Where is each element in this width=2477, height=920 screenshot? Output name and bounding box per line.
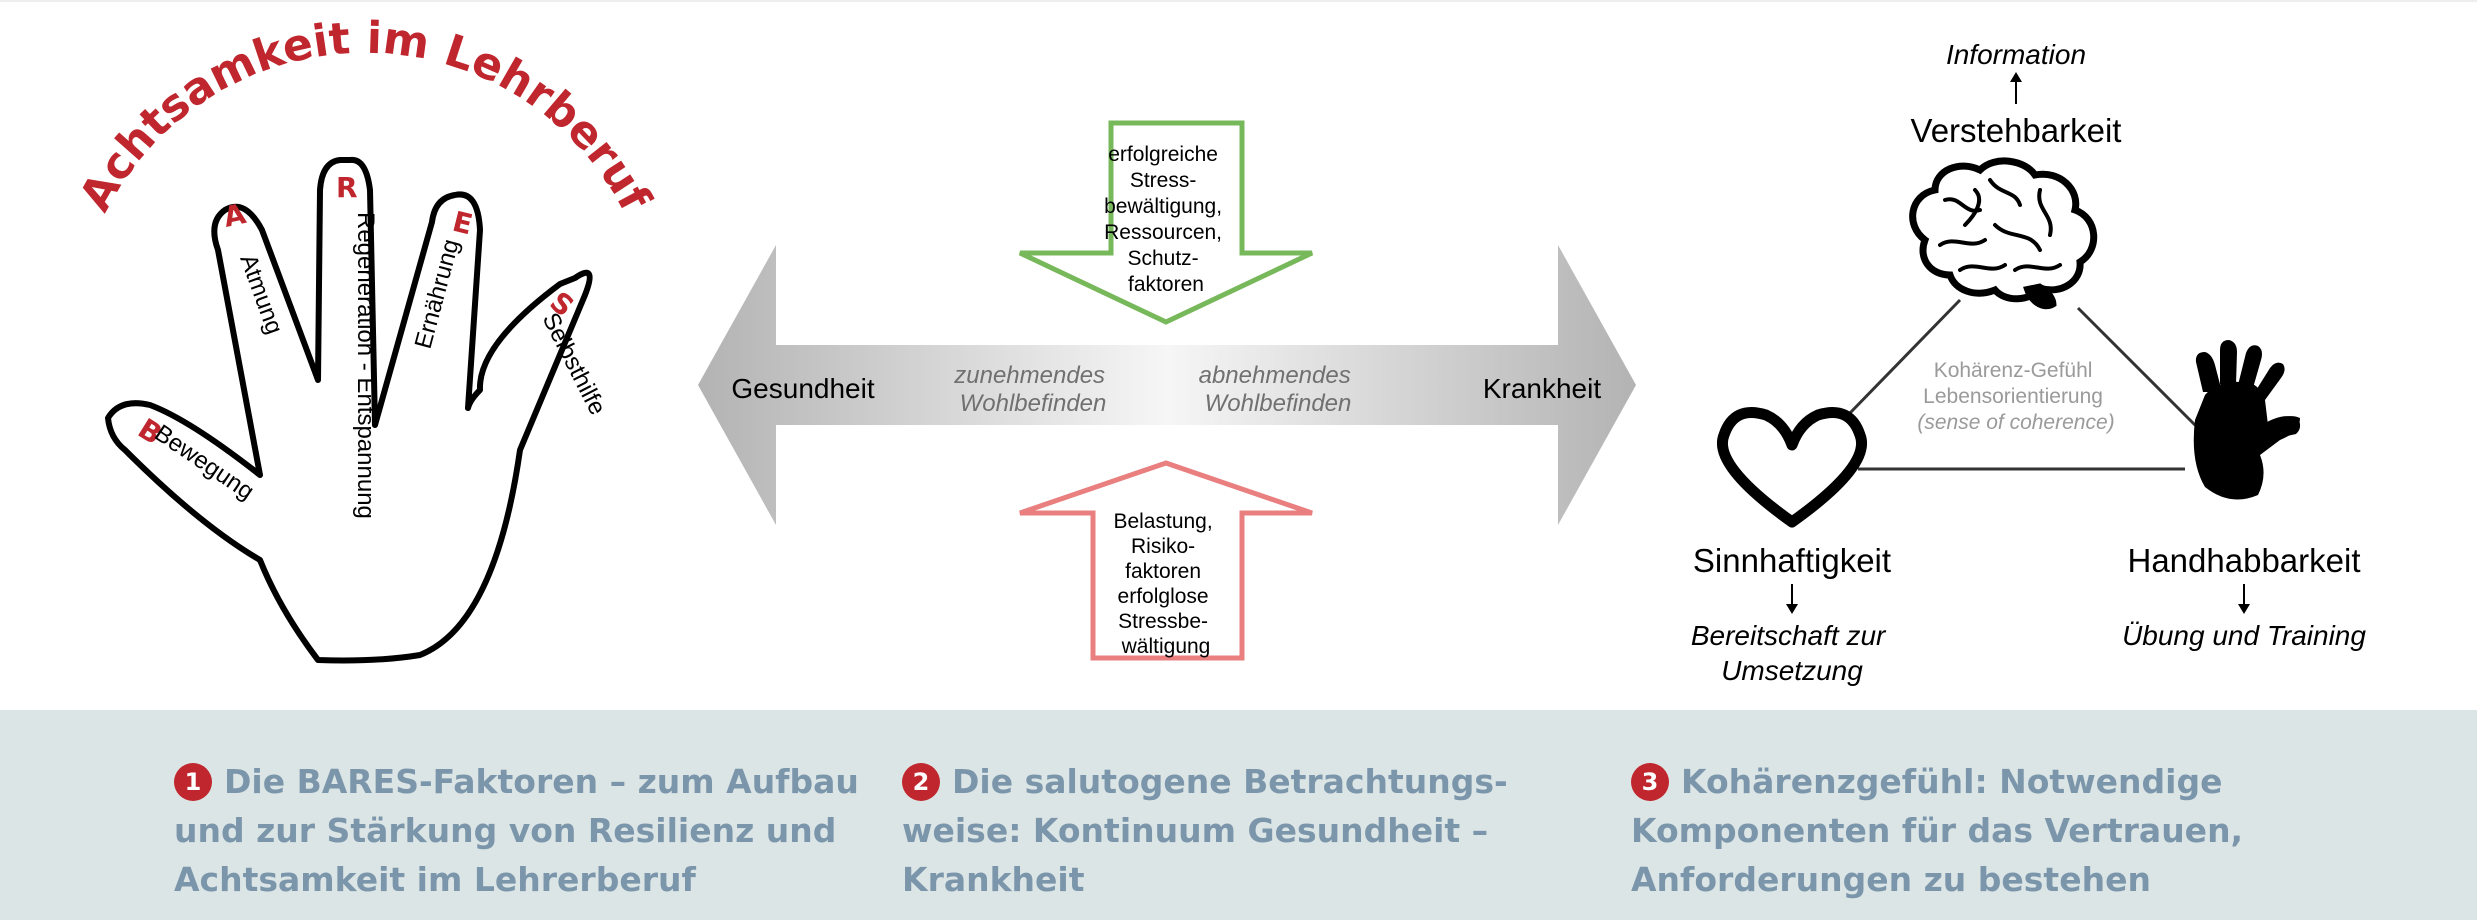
risk-factors-arrow xyxy=(1019,460,1313,661)
trend-decreasing-wellbeing: abnehmendes Wohlbefinden xyxy=(1199,362,1358,417)
top-border xyxy=(0,0,2477,2)
label-verstehbarkeit: Verstehbarkeit xyxy=(1911,112,2122,149)
brain-icon xyxy=(1909,157,2098,310)
caption-text-1: Die BARES-Faktoren – zum Aufbau und zur … xyxy=(174,762,859,899)
note-readiness: Bereitschaft zur Umsetzung xyxy=(1691,620,1893,686)
caption-number-2: 2 xyxy=(902,763,940,801)
finger-word-atmung: Atmung xyxy=(234,251,288,338)
caption-text-3: Kohärenzgefühl: Notwendige Komponenten f… xyxy=(1631,762,2244,899)
caption-text-2: Die salutogene Betrachtungs-weise: Konti… xyxy=(902,762,1508,899)
caption-number-1: 1 xyxy=(174,763,212,801)
hand-outline xyxy=(105,156,593,664)
pole-krankheit: Krankheit xyxy=(1483,373,1602,404)
finger-word-regeneration: Regeneration - Entspannung xyxy=(352,212,379,519)
label-handhabbarkeit: Handhabbarkeit xyxy=(2128,542,2361,579)
label-sinnhaftigkeit: Sinnhaftigkeit xyxy=(1693,542,1891,579)
arrow-to-practice-head xyxy=(2238,604,2250,614)
triangle-edge-right xyxy=(2076,306,2202,432)
protective-factors-arrow xyxy=(1018,120,1314,325)
health-disease-double-arrow xyxy=(698,245,1636,525)
arrow-to-readiness-head xyxy=(1786,604,1798,614)
coherence-center-text: Kohärenz-Gefühl Lebensorientierung (sens… xyxy=(1917,359,2114,434)
caption-number-3: 3 xyxy=(1631,763,1669,801)
finger-letter-a: A xyxy=(221,197,249,234)
hand-title: Achtsamkeit im Lehrberuf xyxy=(70,13,661,220)
triangle-edge-left xyxy=(1848,298,1962,415)
finger-letter-e: E xyxy=(449,205,476,242)
finger-letter-r: R xyxy=(336,171,358,204)
handprint-icon xyxy=(2193,340,2301,500)
trend-increasing-wellbeing: zunehmendes Wohlbefinden xyxy=(953,362,1111,417)
finger-word-ernaehrung: Ernährung xyxy=(410,236,465,351)
coherence-panel: Kohärenz-Gefühl Lebensorientierung (sens… xyxy=(1691,39,2367,686)
continuum-panel: Gesundheit Krankheit zunehmendes Wohlbef… xyxy=(698,120,1636,661)
note-practice: Übung und Training xyxy=(2122,620,2366,651)
protective-factors-text: erfolgreiche Stress- bewältigung, Ressou… xyxy=(1104,143,1228,296)
note-information: Information xyxy=(1946,39,2086,70)
hand-panel: Achtsamkeit im Lehrberuf B Bewegung A At… xyxy=(70,13,661,664)
pole-gesundheit: Gesundheit xyxy=(731,373,874,404)
arrow-to-information-head xyxy=(2010,72,2022,82)
diagram-canvas: Achtsamkeit im Lehrberuf B Bewegung A At… xyxy=(0,0,2477,686)
risk-factors-text: Belastung, Risiko- faktoren erfolglose S… xyxy=(1113,510,1218,658)
heart-icon xyxy=(1717,407,1867,528)
